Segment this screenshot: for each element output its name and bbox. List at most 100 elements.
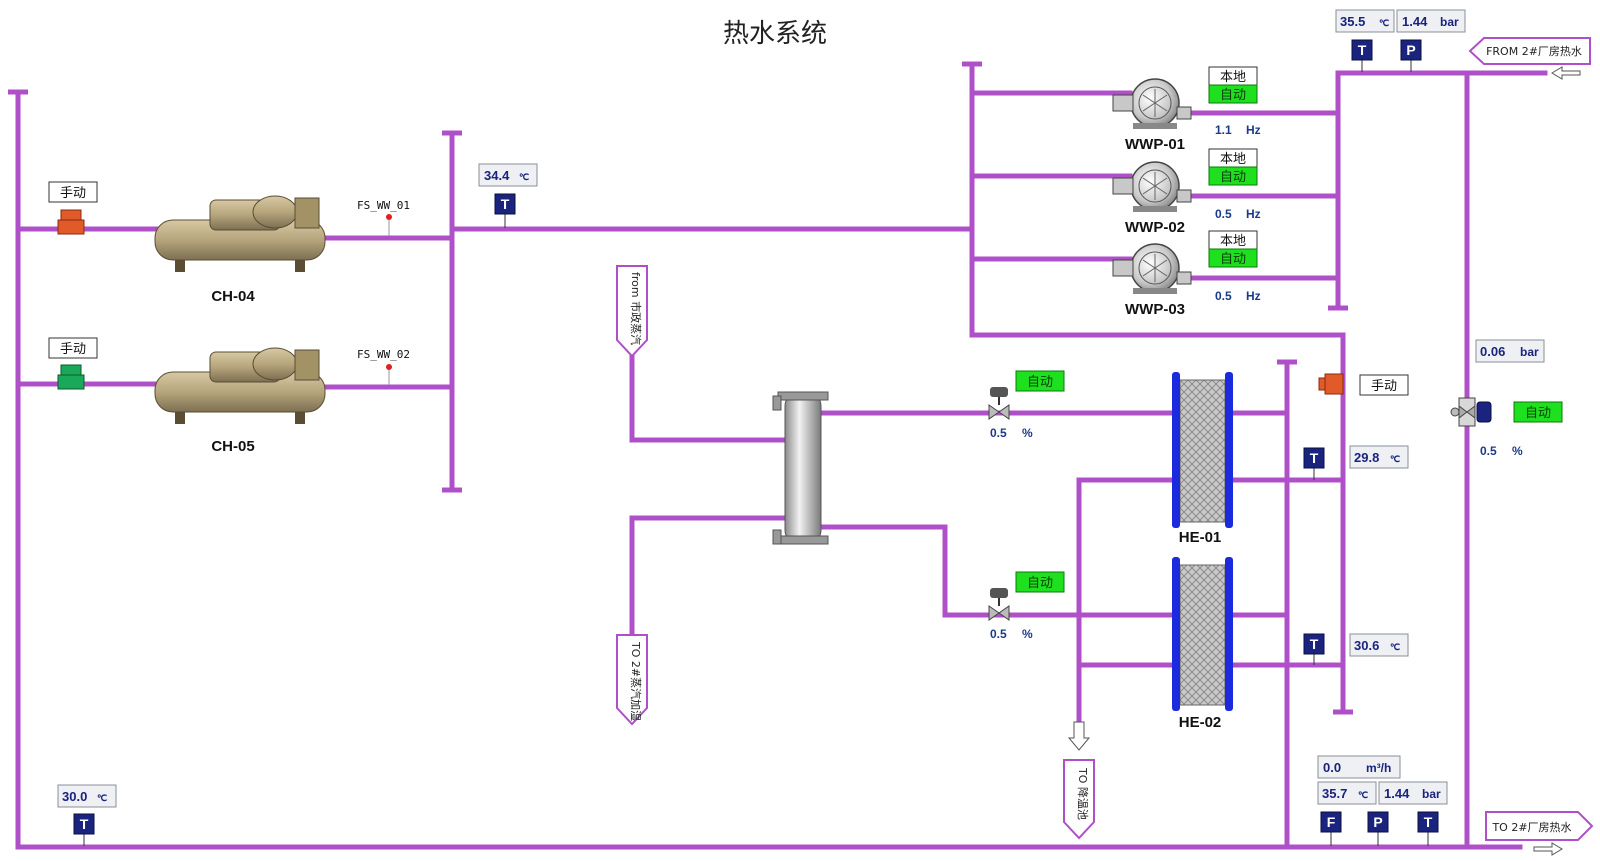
svg-text:TO 降温池: TO 降温池 — [1076, 767, 1090, 820]
svg-text:℃: ℃ — [1390, 454, 1400, 464]
bypass-valve-icon[interactable] — [1450, 397, 1492, 427]
svg-text:bar: bar — [1440, 15, 1459, 29]
flow-switch-fs-ww-01-icon — [386, 214, 392, 220]
chiller-ch-05-mode[interactable]: 手动 — [48, 337, 98, 359]
header-out-flow-readout: 0.0 m³/h — [1317, 755, 1401, 779]
pump-wwp-01-freq-unit: Hz — [1246, 123, 1261, 137]
header-out-temp-sensor-icon[interactable]: T — [1417, 811, 1439, 846]
he-01-temp-sensor-icon[interactable]: T — [1303, 447, 1325, 480]
steam-valve-2-icon[interactable] — [988, 588, 1010, 621]
svg-text:35.7: 35.7 — [1322, 786, 1347, 801]
svg-text:自动: 自动 — [1220, 170, 1246, 185]
hx-supply-valve-icon[interactable] — [1318, 373, 1344, 395]
drain-outlet-arrow[interactable]: TO 降温池 — [1063, 759, 1095, 840]
svg-text:自动: 自动 — [1220, 88, 1246, 103]
pump-wwp-02-auto-mode[interactable]: 自动 — [1208, 166, 1258, 186]
svg-text:1.44: 1.44 — [1402, 14, 1428, 29]
svg-text:TO 2#蒸汽加湿: TO 2#蒸汽加湿 — [629, 641, 643, 721]
svg-text:T: T — [1358, 42, 1367, 58]
chiller-ch-04[interactable] — [154, 195, 326, 272]
chiller-ch-05-label: CH-05 — [211, 438, 254, 455]
supply-temp-readout: 34.4 ℃ — [478, 163, 538, 187]
to-hot-water-arrow[interactable]: TO 2#厂房热水 — [1485, 811, 1594, 841]
from-hot-water-arrow[interactable]: FROM 2#厂房热水 — [1468, 37, 1591, 65]
hx-supply-valve-mode[interactable]: 手动 — [1359, 374, 1409, 396]
bypass-auto-mode[interactable]: 自动 — [1513, 401, 1563, 423]
svg-text:m³/h: m³/h — [1366, 761, 1391, 775]
return-temp-readout: 30.0 ℃ — [57, 784, 117, 808]
steam-valve-2-mode[interactable]: 自动 — [1015, 571, 1065, 593]
svg-text:℃: ℃ — [1358, 790, 1368, 800]
svg-text:自动: 自动 — [1027, 375, 1053, 390]
pump-wwp-01-freq: 1.1 — [1215, 123, 1232, 137]
outflow-arrow-icon — [1533, 842, 1563, 856]
pump-wwp-01-local-mode[interactable]: 本地 — [1208, 66, 1258, 86]
supply-temp-sensor-icon[interactable]: T — [494, 193, 516, 228]
header-out-pressure-sensor-icon[interactable]: P — [1367, 811, 1389, 846]
svg-text:T: T — [1310, 636, 1319, 652]
steam-valve-1-mode[interactable]: 自动 — [1015, 370, 1065, 392]
pump-wwp-02-freq: 0.5 — [1215, 207, 1232, 221]
svg-text:本地: 本地 — [1220, 70, 1246, 85]
header-in-temp-readout: 35.5 ℃ — [1335, 9, 1395, 33]
pump-wwp-02-local-mode[interactable]: 本地 — [1208, 148, 1258, 168]
pump-wwp-02-label: WWP-02 — [1125, 219, 1185, 236]
svg-text:0.06: 0.06 — [1480, 344, 1505, 359]
svg-text:1.44: 1.44 — [1384, 786, 1410, 801]
he-01-temp-readout: 29.8 ℃ — [1349, 445, 1409, 469]
svg-text:自动: 自动 — [1027, 576, 1053, 591]
bypass-opening-unit: % — [1512, 444, 1523, 458]
steam-valve-1-opening: 0.5 — [990, 426, 1007, 440]
pump-wwp-01[interactable] — [1112, 78, 1192, 129]
svg-text:℃: ℃ — [1390, 642, 1400, 652]
heat-exchanger-he-01-label: HE-01 — [1179, 529, 1222, 546]
svg-text:℃: ℃ — [1379, 18, 1389, 28]
flow-switch-fs-ww-01-label: FS_WW_01 — [357, 199, 410, 212]
steam-inlet-arrow[interactable]: from 市政蒸汽 — [616, 265, 648, 358]
steam-separator-tank[interactable] — [772, 391, 829, 545]
svg-text:T: T — [501, 196, 510, 212]
pump-wwp-03-label: WWP-03 — [1125, 301, 1185, 318]
chiller-ch-05[interactable] — [154, 347, 326, 424]
svg-text:TO 2#厂房热水: TO 2#厂房热水 — [1491, 821, 1571, 834]
svg-text:本地: 本地 — [1220, 152, 1246, 167]
steam-valve-1-unit: % — [1022, 426, 1033, 440]
he-02-temp-sensor-icon[interactable]: T — [1303, 633, 1325, 665]
svg-text:T: T — [1424, 814, 1433, 830]
header-in-temp-sensor-icon[interactable]: T — [1351, 39, 1373, 72]
pump-wwp-03[interactable] — [1112, 243, 1192, 294]
heat-exchanger-he-01[interactable] — [1172, 372, 1233, 528]
pump-wwp-03-freq-unit: Hz — [1246, 289, 1261, 303]
pump-wwp-02[interactable] — [1112, 161, 1192, 212]
svg-text:34.4: 34.4 — [484, 168, 510, 183]
svg-text:手动: 手动 — [60, 342, 86, 357]
steam-outlet-arrow[interactable]: TO 2#蒸汽加湿 — [616, 634, 648, 726]
svg-text:℃: ℃ — [519, 172, 529, 182]
pump-wwp-02-freq-unit: Hz — [1246, 207, 1261, 221]
header-in-pressure-sensor-icon[interactable]: P — [1400, 39, 1422, 72]
svg-text:29.8: 29.8 — [1354, 450, 1379, 465]
svg-text:30.6: 30.6 — [1354, 638, 1379, 653]
page-title: 热水系统 — [723, 19, 827, 49]
svg-text:T: T — [1310, 450, 1319, 466]
steam-valve-2-unit: % — [1022, 627, 1033, 641]
chiller-ch-04-label: CH-04 — [211, 288, 255, 305]
pump-wwp-03-local-mode[interactable]: 本地 — [1208, 230, 1258, 250]
heat-exchanger-he-02[interactable] — [1172, 557, 1233, 711]
he-02-temp-readout: 30.6 ℃ — [1349, 633, 1409, 657]
steam-valve-1-icon[interactable] — [988, 387, 1010, 420]
header-out-flow-sensor-icon[interactable]: F — [1320, 811, 1342, 846]
chiller-ch-04-mode[interactable]: 手动 — [48, 181, 98, 203]
pump-wwp-01-auto-mode[interactable]: 自动 — [1208, 84, 1258, 104]
bypass-pressure-readout: 0.06 bar — [1475, 339, 1545, 363]
pump-wwp-03-auto-mode[interactable]: 自动 — [1208, 248, 1258, 268]
svg-text:from 市政蒸汽: from 市政蒸汽 — [629, 272, 643, 345]
chiller-ch-05-valve-icon[interactable] — [57, 364, 85, 390]
pump-wwp-03-freq: 0.5 — [1215, 289, 1232, 303]
header-out-pressure-readout: 1.44 bar — [1378, 781, 1448, 805]
return-temp-sensor-icon[interactable]: T — [73, 813, 95, 846]
chiller-ch-04-valve-icon[interactable] — [57, 209, 85, 235]
svg-text:手动: 手动 — [60, 186, 86, 201]
svg-text:自动: 自动 — [1220, 252, 1246, 267]
